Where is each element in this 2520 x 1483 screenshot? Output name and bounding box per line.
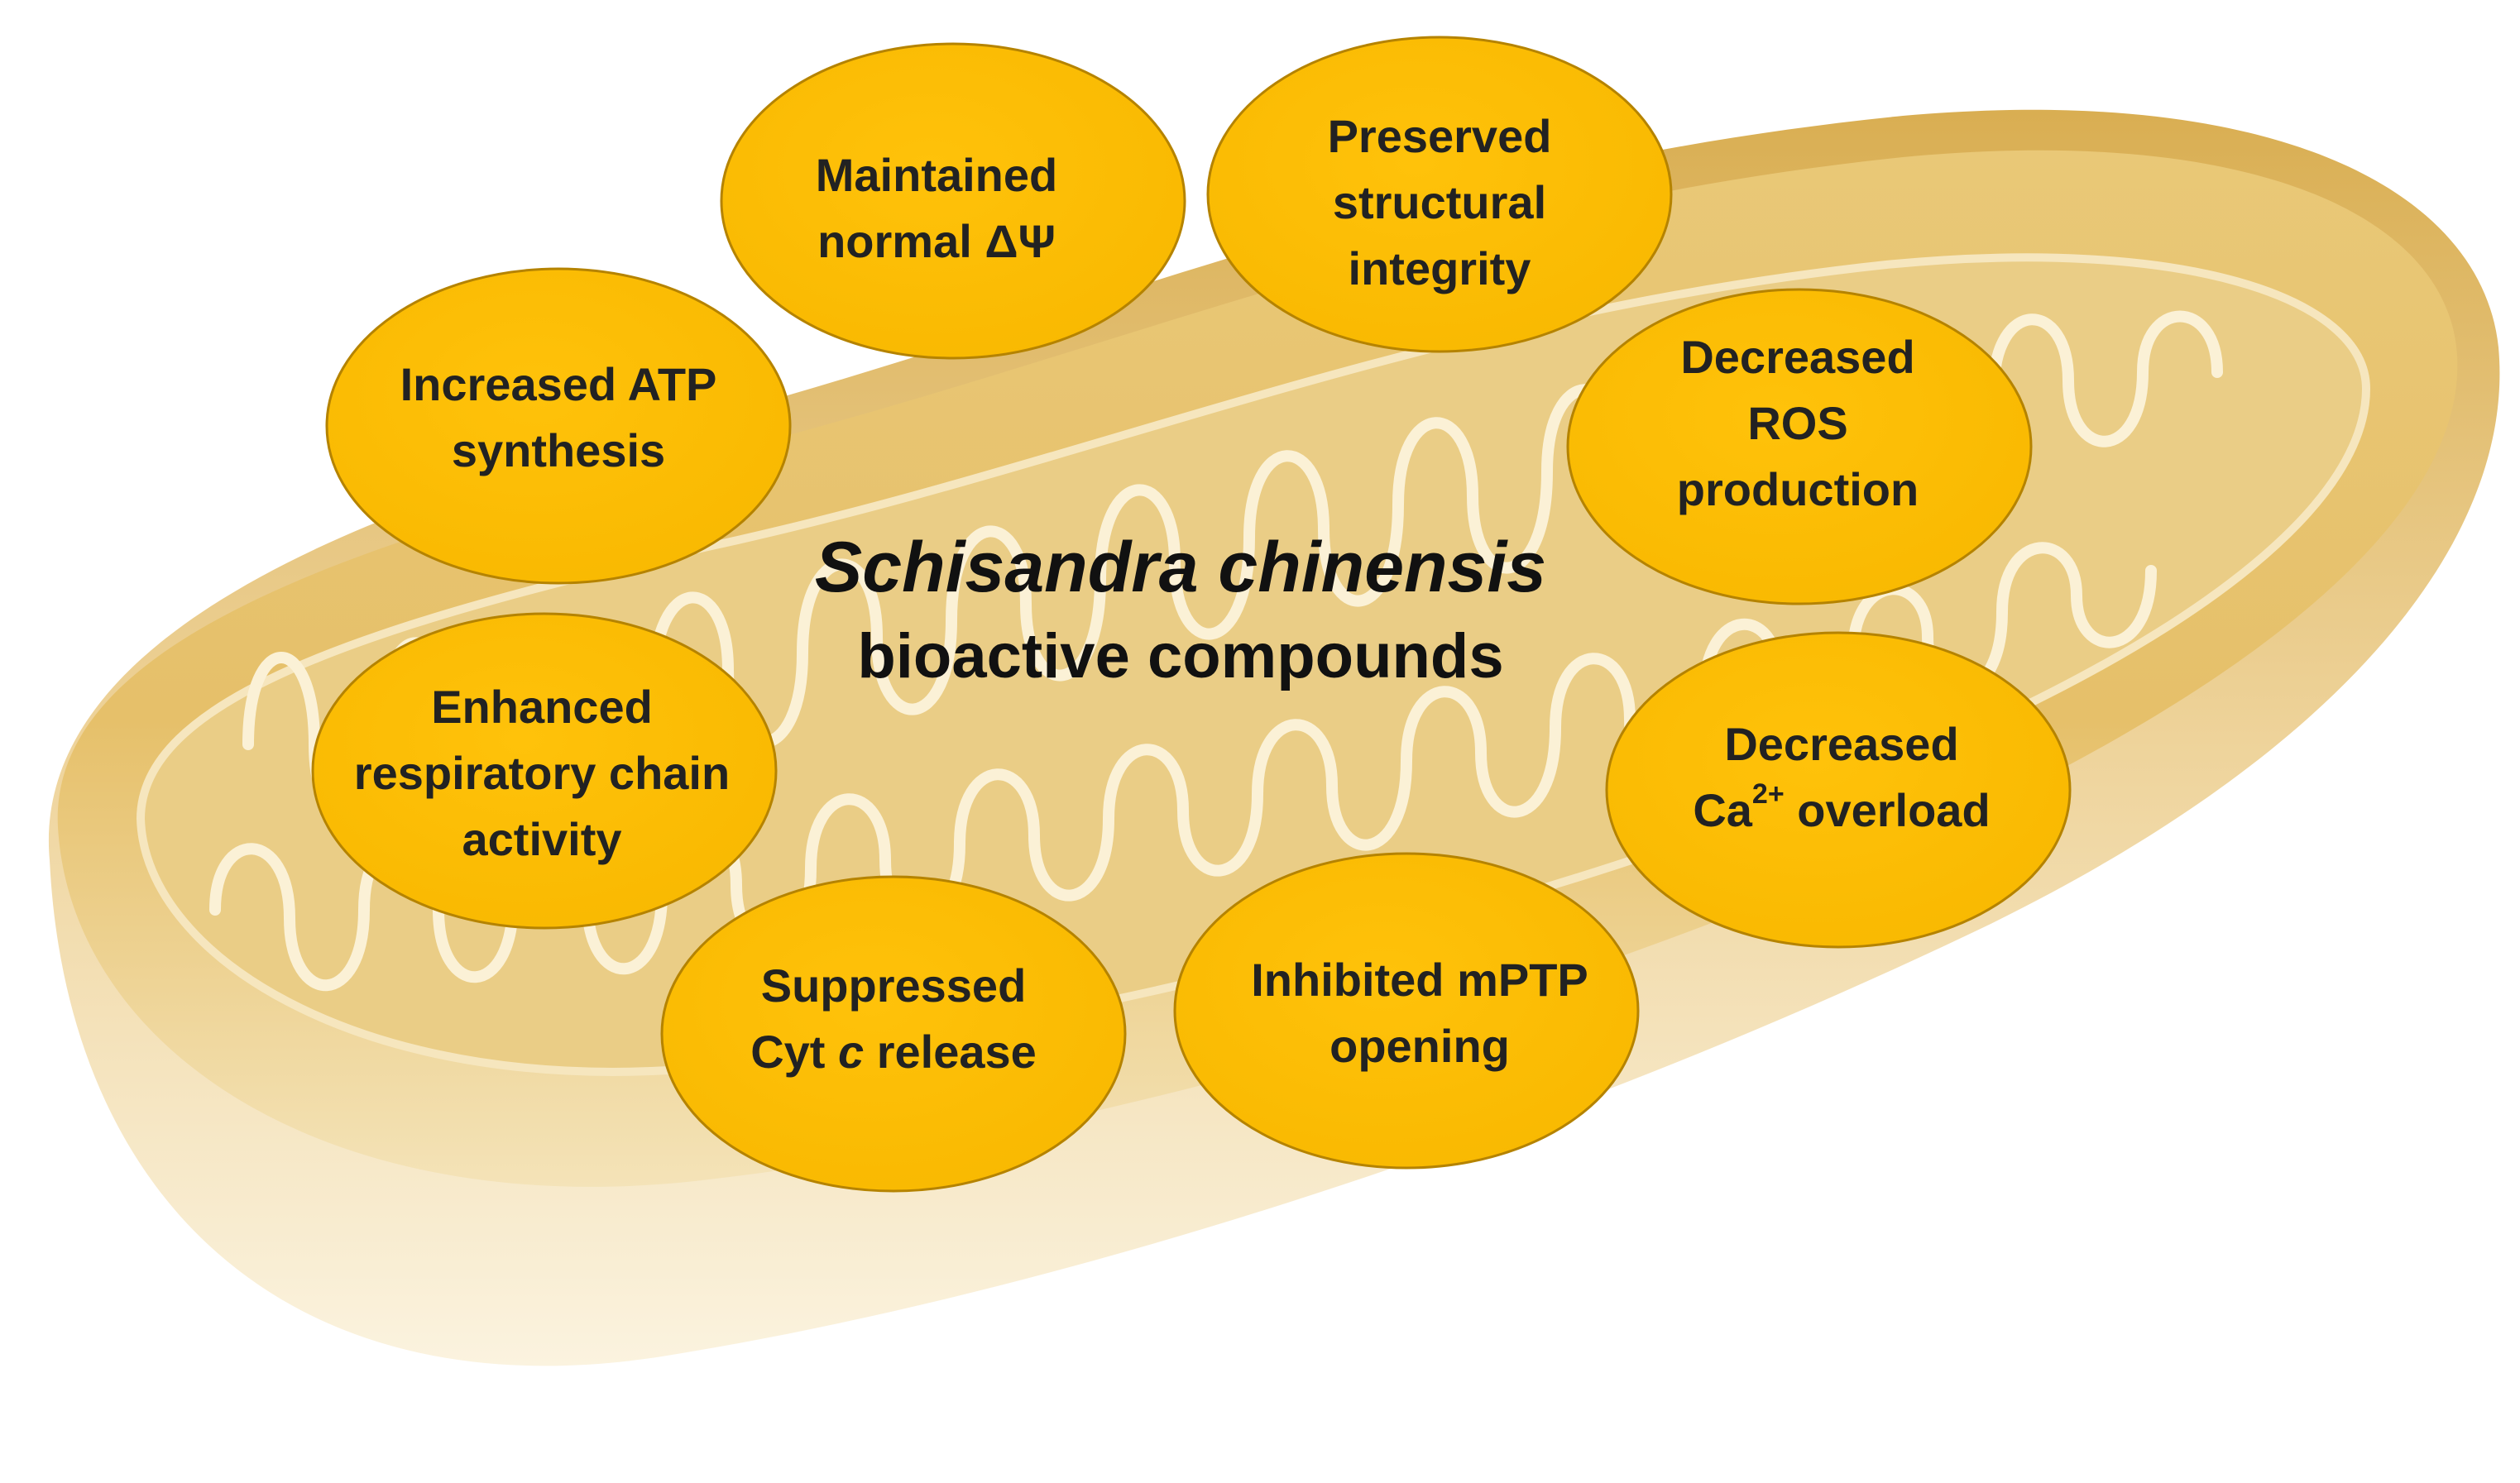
label-maintained-dpsi: Maintained normal ΔΨ [816,142,1057,275]
label-line: Decreased [1680,331,1915,383]
label-line: respiratory chain [353,747,731,799]
cyt-rest: release [864,1026,1037,1078]
label-line: opening [1329,1020,1510,1072]
bubble-increased-atp [325,267,792,585]
label-line: production [1676,463,1919,515]
label-increased-atp: Increased ATP synthesis [400,352,717,484]
bubble-suppressed-cytc [660,875,1127,1193]
label-line: Increased ATP [400,358,717,410]
label-line: Preserved [1327,110,1552,162]
label-suppressed-cytc: Suppressed Cyt c release [750,953,1037,1085]
label-line: synthesis [451,424,666,476]
label-line: Suppressed [760,959,1027,1012]
ca-symbol: Ca [1693,784,1752,836]
label-line: ROS [1747,397,1848,449]
ca-rest: overload [1784,784,1991,836]
species-name: Schisandra chinensis [814,528,1547,607]
cyt-c-italic: c [838,1026,865,1078]
label-line: normal ΔΨ [817,215,1056,267]
label-line: Cyt c release [750,1019,1037,1085]
label-line: Maintained [815,149,1058,201]
bubble-preserved-integrity [1206,36,1673,353]
label-decreased-ros: Decreased ROS production [1677,324,1919,523]
label-line: structural [1332,176,1547,228]
label-line: Enhanced [431,681,653,733]
bubble-inhibited-mptp [1173,852,1640,1170]
bubble-decreased-ros [1566,288,2033,605]
bubble-decreased-ca [1605,631,2072,949]
effect-bubbles [311,36,2072,1193]
label-line: activity [462,813,622,865]
label-enhanced-respiratory: Enhanced respiratory chain activity [354,674,730,873]
compounds-label: bioactive compounds [857,621,1504,691]
bubble-maintained-dpsi [720,42,1186,360]
bubble-enhanced-respiratory [311,612,778,930]
cyt-prefix: Cyt [750,1026,838,1078]
ca-charge: 2+ [1751,778,1785,810]
center-title: Schisandra chinensis bioactive compounds [815,521,1546,700]
label-preserved-integrity: Preserved structural integrity [1328,103,1552,302]
label-decreased-ca: Decreased Ca2+ overload [1693,711,1990,844]
label-line: Decreased [1724,718,1959,770]
label-inhibited-mptp: Inhibited mPTP opening [1251,947,1588,1079]
label-line: Inhibited mPTP [1251,954,1588,1006]
label-line: integrity [1348,242,1531,294]
label-line: Ca2+ overload [1693,777,1990,844]
